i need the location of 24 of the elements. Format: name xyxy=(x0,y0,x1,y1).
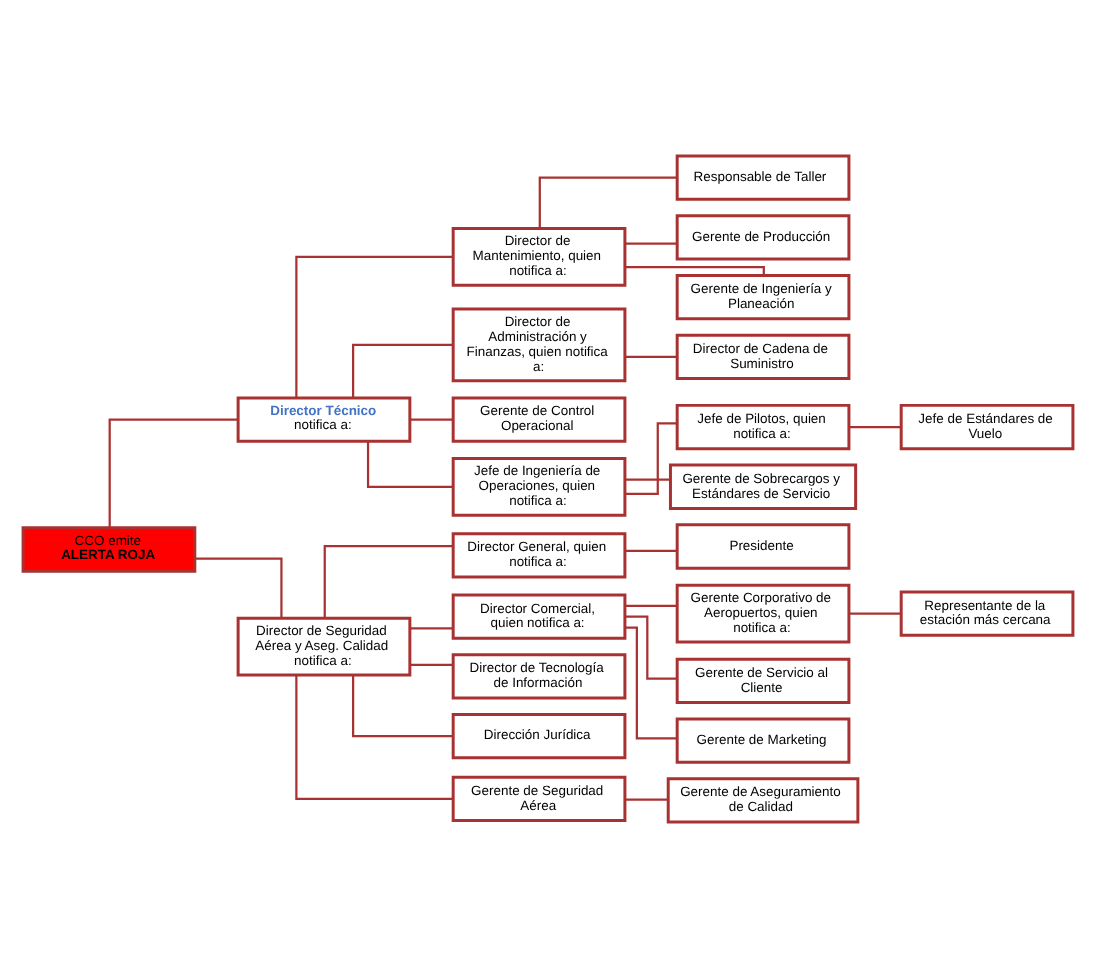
connector xyxy=(108,417,239,527)
connector xyxy=(410,662,453,665)
connector xyxy=(410,417,453,420)
connector xyxy=(323,544,454,618)
connector xyxy=(849,611,901,614)
connector xyxy=(849,424,901,428)
connector xyxy=(625,354,677,357)
connector xyxy=(295,674,453,799)
connector xyxy=(366,440,454,487)
connector xyxy=(625,477,671,480)
connector xyxy=(295,254,453,397)
connector xyxy=(410,626,453,629)
connector xyxy=(352,342,454,397)
connector xyxy=(195,556,283,617)
connector xyxy=(538,175,677,228)
connector xyxy=(625,603,677,606)
connector xyxy=(625,797,668,800)
connector xyxy=(352,674,454,737)
connector xyxy=(625,241,677,244)
connector xyxy=(625,265,765,275)
connector xyxy=(625,625,677,739)
connector xyxy=(625,421,678,495)
connector xyxy=(625,548,677,552)
connector xyxy=(625,614,678,679)
